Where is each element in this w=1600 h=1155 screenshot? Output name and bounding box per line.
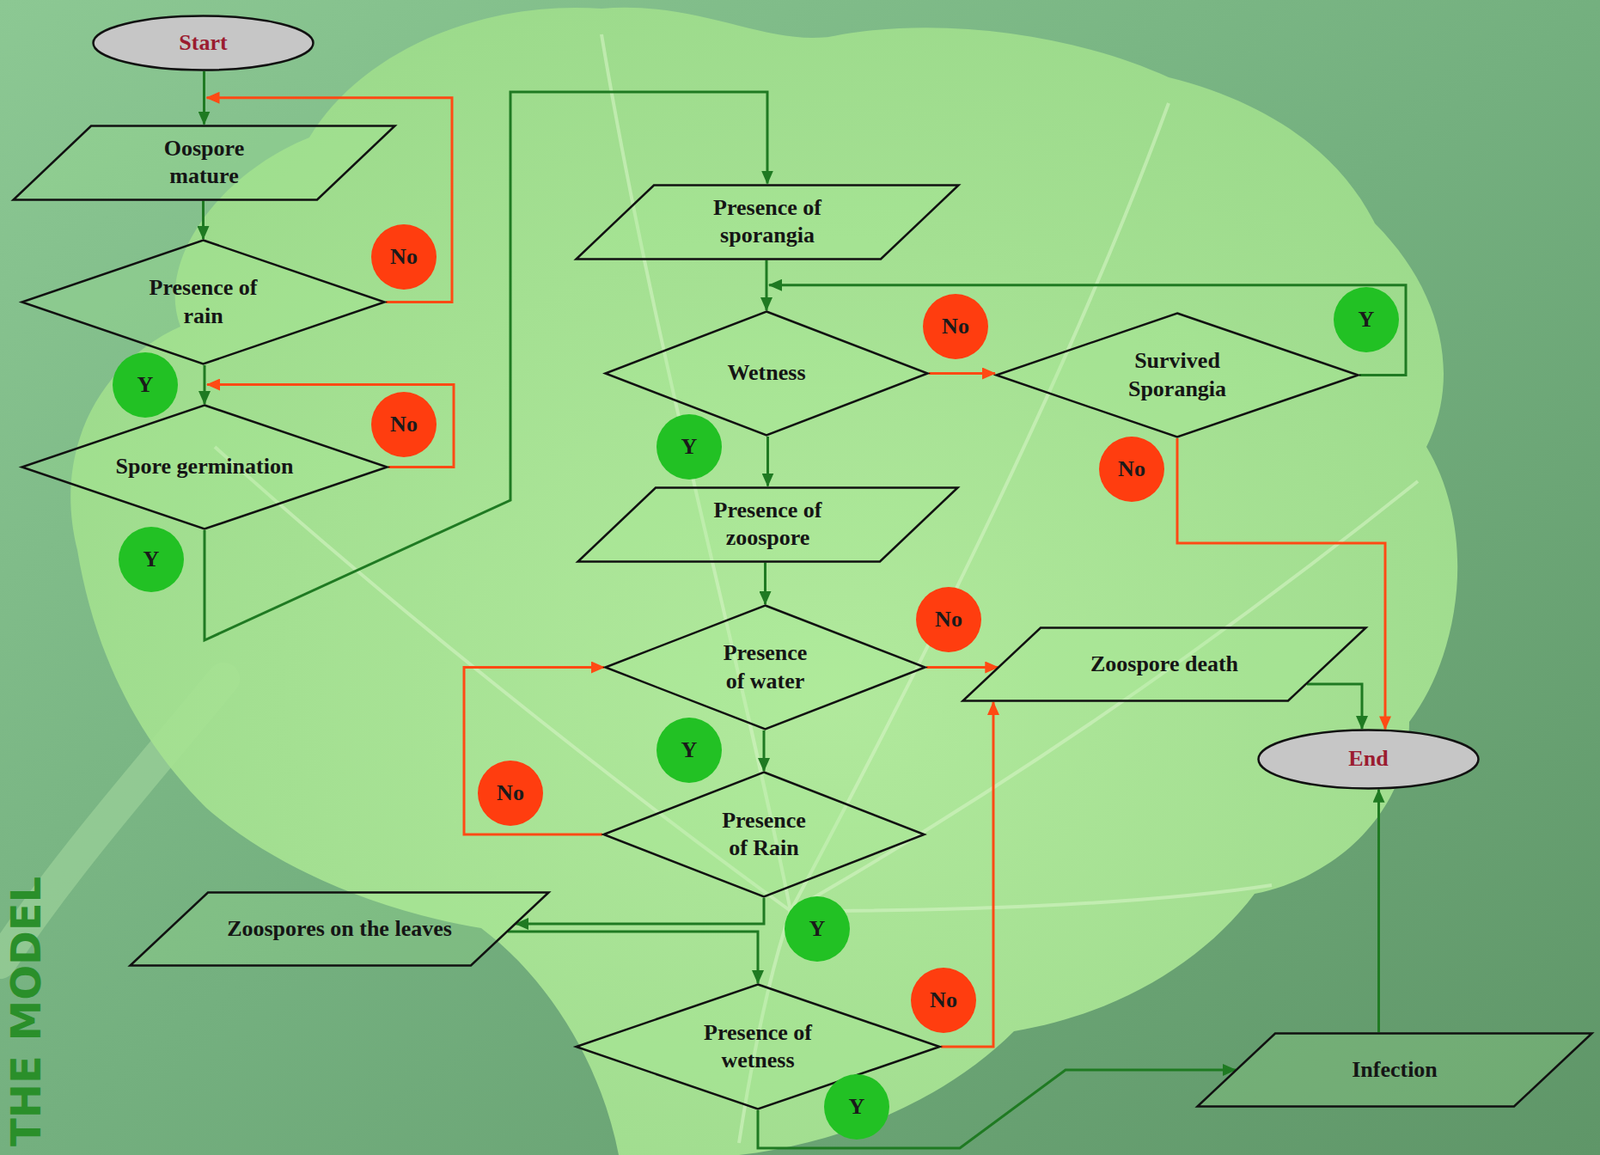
- node-text: Presence of rain: [147, 274, 260, 330]
- leaf-veins: [214, 34, 1418, 1143]
- shape-outline: [22, 405, 388, 530]
- node-text: Oospore mature: [148, 134, 261, 191]
- edge-label: Y: [681, 737, 698, 764]
- answer-badge: Y: [824, 1074, 890, 1140]
- terminal-ellipse: End: [1257, 728, 1480, 790]
- shape-outline: [605, 605, 926, 730]
- decision-diamond: Presence of wetness: [574, 983, 941, 1111]
- flow-connector: [763, 562, 767, 605]
- edge-label: Y: [809, 916, 826, 942]
- shape-outline: [604, 772, 925, 898]
- side-title: THE MODEL: [5, 876, 47, 1147]
- ellipse-outline: [1258, 730, 1479, 789]
- flow-connector: [201, 201, 205, 240]
- node-outline: [604, 604, 927, 731]
- edge-label: No: [390, 411, 418, 438]
- flow-connector: [926, 665, 998, 669]
- edge-label: Y: [143, 546, 160, 573]
- flow-connector: [464, 667, 605, 836]
- flow-connector: [928, 372, 996, 375]
- edge-label: Y: [1358, 306, 1375, 333]
- node-text: Presence of Rain: [710, 806, 819, 863]
- flow-connector: [203, 365, 207, 404]
- node-text: Start: [178, 29, 227, 58]
- shape-outline: [963, 628, 1367, 702]
- edge-label: Y: [681, 433, 698, 460]
- node-outline: [995, 311, 1360, 439]
- node-text: Presence of water: [711, 639, 819, 696]
- node-text: Survived Sporangia: [1117, 347, 1238, 404]
- flow-connector: [1377, 789, 1381, 1033]
- data-parallelogram: Infection: [1196, 1032, 1594, 1108]
- decision-diamond: Presence of water: [604, 604, 927, 731]
- shape-outline: [130, 892, 550, 966]
- answer-badge: Y: [656, 717, 722, 783]
- answer-badge: Y: [656, 414, 722, 480]
- node-text: Presence of zoospore: [692, 496, 843, 553]
- node-outline: [574, 983, 941, 1111]
- decision-diamond: Presence of rain: [20, 238, 386, 366]
- flow-connector: [765, 260, 769, 312]
- answer-badge: Y: [118, 526, 184, 593]
- answer-badge: Y: [784, 896, 850, 962]
- data-parallelogram: Presence of sporangia: [574, 183, 960, 261]
- answer-badge: Y: [112, 352, 178, 418]
- edge-label: No: [934, 606, 963, 633]
- edge-label: No: [941, 313, 970, 340]
- node-text: Spore germination: [116, 452, 294, 482]
- terminal-ellipse: Start: [91, 14, 315, 72]
- edge-label: Y: [848, 1093, 866, 1120]
- decision-diamond: Spore germination: [20, 403, 389, 531]
- flow-connector: [515, 897, 764, 924]
- shape-outline: [996, 313, 1359, 438]
- flow-connector: [766, 436, 770, 487]
- ellipse-outline: [93, 16, 314, 71]
- decision-diamond: Presence of Rain: [602, 770, 926, 898]
- data-parallelogram: Zoospores on the leaves: [128, 891, 550, 967]
- answer-badge: No: [371, 391, 437, 458]
- answer-badge: No: [916, 586, 982, 653]
- answer-badge: Y: [1333, 287, 1399, 353]
- shape-outline: [576, 184, 959, 259]
- edge-label: Y: [137, 372, 154, 398]
- leaf-vein: [790, 885, 1272, 911]
- node-text: Wetness: [727, 359, 807, 388]
- flow-connector: [1306, 683, 1362, 729]
- decision-diamond: Wetness: [604, 310, 929, 437]
- node-outline: [602, 770, 926, 898]
- node-text: Zoospore death: [1090, 650, 1239, 679]
- edge-label: No: [1117, 456, 1146, 483]
- shape-outline: [13, 125, 396, 200]
- answer-badge: No: [477, 760, 544, 826]
- answer-badge: No: [1099, 436, 1165, 502]
- edge-label: No: [390, 244, 418, 270]
- answer-badge: No: [371, 224, 437, 290]
- flow-connector: [763, 730, 766, 771]
- data-parallelogram: Zoospore death: [961, 626, 1368, 703]
- shape-outline: [1197, 1033, 1593, 1107]
- node-text: Infection: [1351, 1056, 1438, 1085]
- edge-label: No: [496, 780, 525, 807]
- decision-diamond: Survived Sporangia: [995, 311, 1360, 439]
- flow-connector: [507, 931, 758, 984]
- edge-label: No: [929, 987, 958, 1014]
- node-outline: [20, 238, 386, 366]
- data-parallelogram: Presence of zoospore: [576, 486, 959, 563]
- node-text: Presence of wetness: [682, 1019, 833, 1075]
- node-text: Zoospores on the leaves: [226, 915, 452, 944]
- data-parallelogram: Oospore mature: [12, 124, 397, 202]
- shape-outline: [578, 487, 959, 562]
- answer-badge: No: [922, 293, 989, 360]
- node-text: End: [1348, 745, 1388, 774]
- node-text: Presence of sporangia: [692, 194, 843, 251]
- shape-outline: [22, 240, 385, 365]
- flow-connector: [202, 71, 206, 125]
- shape-outline: [605, 311, 929, 436]
- answer-badge: No: [910, 967, 977, 1033]
